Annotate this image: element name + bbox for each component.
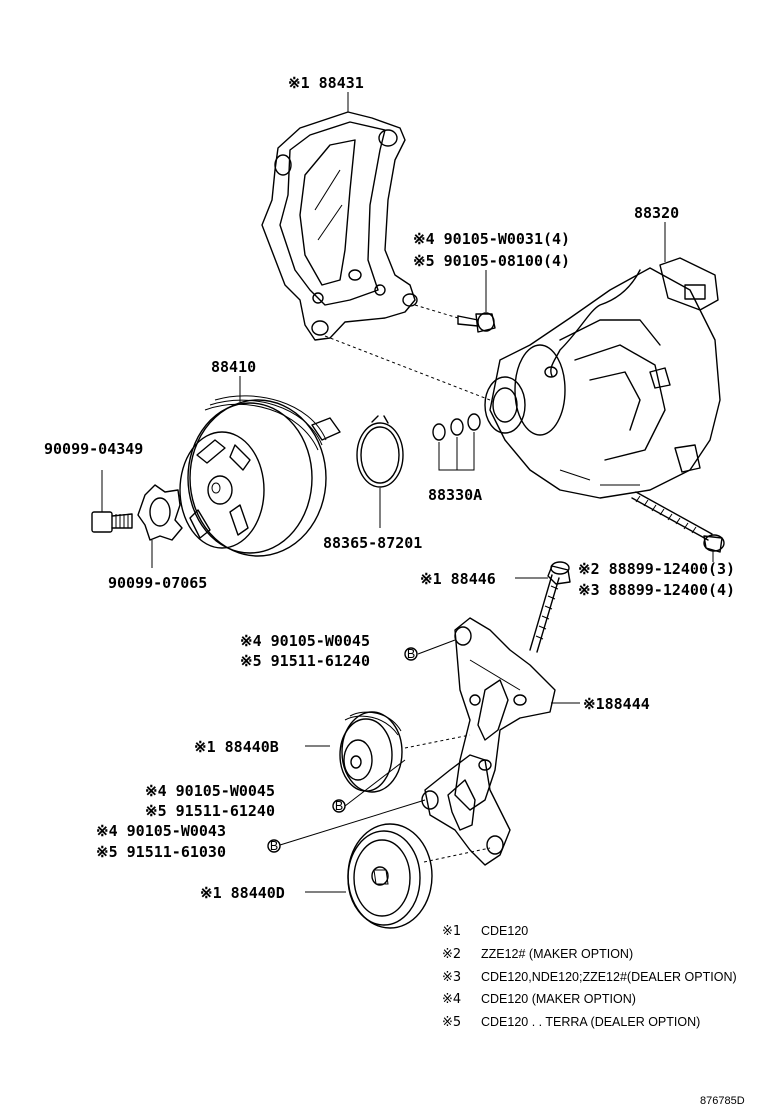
label-91511-61240-a: ※5 91511-61240 [240,652,370,670]
label-90099-07065: 90099-07065 [108,574,207,592]
label-91511-61240-b: ※5 91511-61240 [145,802,275,820]
note-text-4: CDE120 (MAKER OPTION) [481,992,636,1006]
snap-ring-88365-87201-drawing [356,415,404,488]
label-90105-w0045-b: ※4 90105-W0045 [145,782,275,800]
label-88320: 88320 [634,204,679,222]
document-id: 876785D [700,1095,745,1107]
idler-pulley-88440b-drawing [305,711,471,793]
label-88410: 88410 [211,358,256,376]
washer-90099-07065-drawing [137,484,183,568]
bolt-90099-04349-drawing [91,470,133,533]
idler-bracket-drawing [421,754,511,866]
label-88365-87201: 88365-87201 [323,534,422,552]
ref-marker-b-1: B [407,647,415,661]
ref-marker-b-2: B [335,799,343,813]
label-88444: ※188444 [583,695,650,713]
pulley-88410-drawing [179,395,341,557]
note-mark-5: ※5 [442,1015,461,1030]
note-text-5: CDE120 . . TERRA (DEALER OPTION) [481,1015,700,1029]
ref-markers: B B B [267,647,418,853]
note-mark-2: ※2 [442,947,461,962]
bracket-88444-drawing [454,617,580,811]
label-88899-12400-3: ※2 88899-12400(3) [578,560,735,578]
label-88431: ※1 88431 [288,74,364,92]
compressor-88320-drawing [484,257,721,499]
bolt-88899-12400-drawing [631,491,725,553]
ref-marker-b-3: B [270,839,278,853]
label-88440d: ※1 88440D [200,884,285,902]
label-88440b: ※1 88440B [194,738,279,756]
label-90099-04349: 90099-04349 [44,440,143,458]
leader-lines [239,92,714,846]
label-91511-61030: ※5 91511-61030 [96,843,226,861]
label-88446: ※1 88446 [420,570,496,588]
notes-legend: ※1 CDE120 ※2 ZZE12# (MAKER OPTION) ※3 CD… [442,924,737,1030]
note-mark-1: ※1 [442,924,461,939]
label-88330a: 88330A [428,486,482,504]
shims-88330a-drawing [324,335,491,471]
idler-pulley-88440d-drawing [305,823,491,929]
note-text-3: CDE120,NDE120;ZZE12#(DEALER OPTION) [481,970,737,984]
bracket-88431-drawing [261,111,418,341]
label-90105-w0031: ※4 90105-W0031(4) [413,230,570,248]
note-text-1: CDE120 [481,924,528,938]
part-labels: ※1 88431 88320 ※4 90105-W0031(4) ※5 9010… [44,74,735,902]
label-90105-w0045-a: ※4 90105-W0045 [240,632,370,650]
note-mark-4: ※4 [442,992,461,1007]
label-90105-w0043: ※4 90105-W0043 [96,822,226,840]
note-text-2: ZZE12# (MAKER OPTION) [481,947,633,961]
bolt-90105-w0031-drawing [414,304,496,333]
bolt-88446-drawing [515,561,571,653]
label-88899-12400-4: ※3 88899-12400(4) [578,581,735,599]
note-mark-3: ※3 [442,970,461,985]
label-90105-08100: ※5 90105-08100(4) [413,252,570,270]
